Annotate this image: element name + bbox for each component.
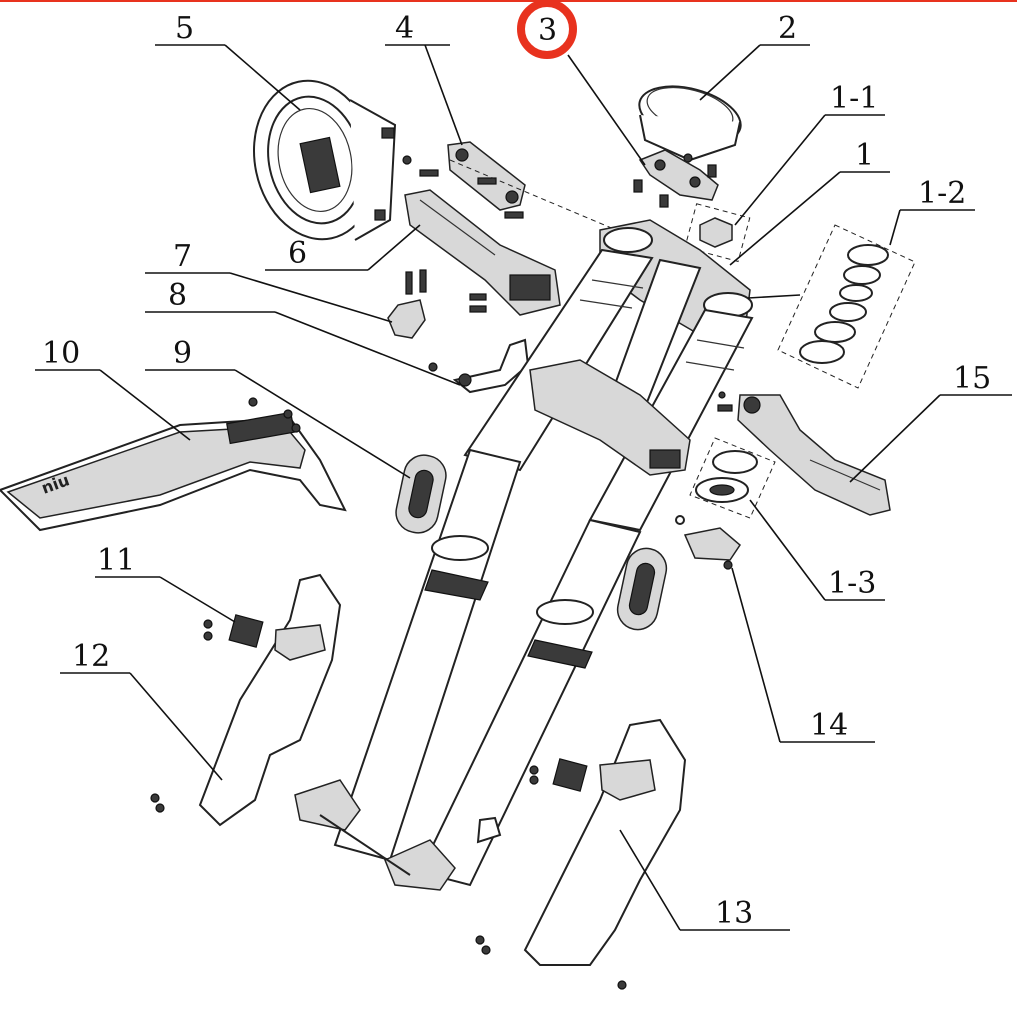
label-part-3: 3 [538, 13, 557, 48]
label-part-15: 15 [953, 361, 991, 396]
lower-bearing-part [689, 437, 776, 519]
headlight-part [252, 79, 397, 241]
label-part-1: 1 [855, 138, 874, 173]
right-grip-part [717, 391, 891, 516]
instrument-bracket-part [633, 149, 719, 208]
label-part-7: 7 [173, 239, 192, 274]
bearing-stack-part [777, 224, 916, 389]
right-reflector-part [616, 547, 668, 631]
label-part-5: 5 [175, 11, 194, 46]
label-part-9: 9 [173, 336, 192, 371]
speedometer-part [638, 85, 742, 163]
left-reflector-part [395, 454, 447, 534]
label-part-11: 11 [97, 543, 135, 578]
label-part-1-2: 1-2 [918, 176, 966, 211]
label-part-1-3: 1-3 [828, 566, 876, 601]
label-part-2: 2 [778, 11, 797, 46]
left-fork-guard-part [150, 573, 342, 827]
label-part-8: 8 [168, 278, 187, 313]
leader-lines [35, 44, 1012, 931]
label-part-13: 13 [715, 896, 753, 931]
mirror-mount-part [428, 338, 530, 394]
label-part-1-1: 1-1 [830, 81, 878, 116]
part-labels: 5 4 3 2 1-1 1 1-2 7 6 8 10 9 15 11 1-3 1… [42, 0, 991, 931]
left-grip-part [404, 189, 561, 316]
bracket-part [402, 141, 526, 219]
highlight-circle [517, 0, 577, 59]
label-part-4: 4 [395, 11, 414, 46]
front-fender-part: niu [0, 397, 347, 532]
label-part-6: 6 [288, 236, 307, 271]
label-part-14: 14 [810, 708, 848, 743]
right-fork-guard-part [475, 718, 687, 990]
label-part-12: 12 [72, 639, 110, 674]
label-part-10: 10 [42, 336, 80, 371]
cable-clamp-part [675, 515, 741, 570]
top-nut-part [684, 203, 751, 263]
small-clamp-part [387, 269, 427, 339]
front-fork-assembly [294, 159, 754, 891]
